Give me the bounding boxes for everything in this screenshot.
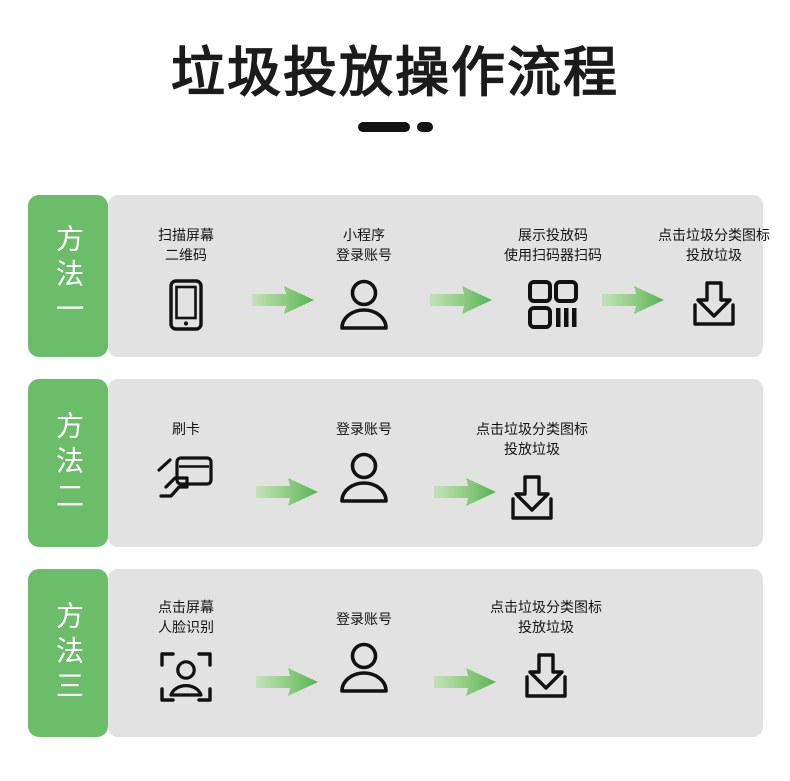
- method-panel-background: [108, 379, 763, 547]
- divider-dash-icon: [357, 121, 410, 132]
- method-badge-2: 方法二: [28, 379, 108, 547]
- method-steps-1: 扫描屏幕 二维码: [108, 195, 770, 357]
- step-label: 点击垃圾分类图标 投放垃圾: [490, 599, 602, 636]
- qr-code-icon: [478, 276, 628, 334]
- step-label: 扫描屏幕 二维码: [158, 227, 214, 264]
- step-label: 点击垃圾分类图标 投放垃圾: [476, 421, 588, 458]
- download-tray-icon: [452, 470, 612, 528]
- method-row: 方法一 扫描屏幕 二维码: [28, 195, 770, 357]
- flow-arrow: [256, 667, 318, 697]
- method-badge-label: 方法一: [53, 223, 84, 329]
- method-row: 方法二 刷卡 登录账号: [28, 379, 763, 547]
- title-block: 垃圾投放操作流程: [0, 0, 790, 132]
- method-badge-1: 方法一: [28, 195, 108, 357]
- flow-arrow: [434, 667, 496, 697]
- step-show-code-scan[interactable]: 展示投放码 使用扫码器扫码: [478, 225, 628, 334]
- title-divider: [350, 121, 440, 132]
- user-account-icon: [304, 639, 424, 697]
- step-miniprogram-login[interactable]: 小程序 登录账号: [304, 225, 424, 334]
- step-login-account[interactable]: 登录账号: [304, 419, 424, 507]
- step-scan-screen-qr[interactable]: 扫描屏幕 二维码: [126, 225, 246, 334]
- page-title: 垃圾投放操作流程: [171, 43, 619, 103]
- download-tray-icon: [634, 276, 790, 334]
- step-swipe-card[interactable]: 刷卡: [126, 419, 246, 507]
- method-badge-label: 方法二: [53, 410, 84, 516]
- method-list: 方法一 扫描屏幕 二维码: [28, 195, 770, 759]
- mobile-phone-icon: [126, 276, 246, 334]
- step-label: 刷卡: [172, 421, 200, 437]
- step-login-account[interactable]: 登录账号: [304, 609, 424, 697]
- step-label: 展示投放码 使用扫码器扫码: [504, 227, 602, 264]
- step-tap-screen-face-recognition[interactable]: 点击屏幕 人脸识别: [126, 597, 246, 706]
- method-steps-2: 刷卡 登录账号: [108, 379, 763, 547]
- method-badge-3: 方法三: [28, 569, 108, 737]
- step-label: 登录账号: [336, 421, 392, 437]
- method-row: 方法三 点击屏幕 人脸识别: [28, 569, 763, 737]
- step-label: 登录账号: [336, 611, 392, 627]
- method-panel-background: [108, 569, 763, 737]
- card-swipe-icon: [126, 449, 246, 507]
- method-badge-label: 方法三: [53, 600, 84, 706]
- flow-arrow: [602, 285, 664, 315]
- step-label: 点击垃圾分类图标 投放垃圾: [658, 227, 770, 264]
- divider-dot-icon: [416, 121, 433, 132]
- flow-arrow: [256, 477, 318, 507]
- flow-arrow: [434, 477, 496, 507]
- method-panel-background: [108, 195, 763, 357]
- step-tap-sort-icon-dispose[interactable]: 点击垃圾分类图标 投放垃圾: [634, 225, 790, 334]
- step-tap-sort-icon-dispose[interactable]: 点击垃圾分类图标 投放垃圾: [452, 419, 612, 528]
- step-label: 小程序 登录账号: [336, 227, 392, 264]
- face-recognition-icon: [126, 648, 246, 706]
- flow-arrow: [430, 285, 492, 315]
- method-steps-3: 点击屏幕 人脸识别 登录账号: [108, 569, 763, 737]
- user-account-icon: [304, 276, 424, 334]
- download-tray-icon: [466, 648, 626, 706]
- flow-arrow: [252, 285, 314, 315]
- step-tap-sort-icon-dispose[interactable]: 点击垃圾分类图标 投放垃圾: [466, 597, 626, 706]
- user-account-icon: [304, 449, 424, 507]
- step-label: 点击屏幕 人脸识别: [158, 599, 214, 636]
